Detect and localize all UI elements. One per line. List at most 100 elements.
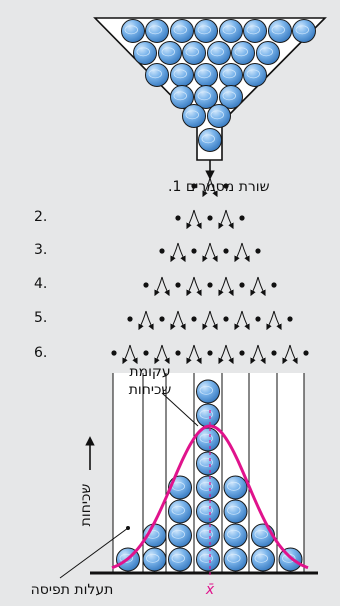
funnel-ball — [194, 85, 218, 109]
ball-highlight — [295, 25, 309, 35]
deflection-arrow — [257, 344, 266, 365]
pin — [207, 282, 213, 288]
bins-label-pointer — [59, 527, 129, 579]
deflection-arrow — [250, 344, 259, 365]
funnel-ball — [182, 41, 206, 65]
deflection-arrow — [193, 344, 202, 365]
ball-highlight — [227, 481, 241, 491]
funnel-ball — [243, 63, 267, 87]
ball-highlight — [148, 25, 162, 35]
ball-highlight — [199, 457, 213, 467]
deflection-arrow — [170, 242, 179, 263]
row-label-4: 4. — [34, 276, 47, 292]
funnel-ball — [121, 19, 145, 43]
ball-highlight — [197, 25, 211, 35]
bin-ball — [142, 547, 167, 572]
deflection-arrow — [145, 310, 154, 331]
deflection-arrow — [241, 242, 250, 263]
ball-highlight — [161, 47, 175, 57]
ball-highlight — [222, 25, 236, 35]
deflection-arrow — [250, 276, 259, 297]
ball-highlight — [173, 69, 187, 79]
ball-highlight — [222, 91, 236, 101]
deflection-arrow — [202, 310, 211, 331]
funnel-ball — [231, 41, 255, 65]
deflection-arrow — [218, 344, 227, 365]
ball-highlight — [222, 69, 236, 79]
pin — [303, 350, 309, 356]
ball-highlight — [227, 553, 241, 563]
ball-highlight — [185, 110, 199, 120]
pin — [143, 350, 149, 356]
bin-ball — [168, 547, 192, 572]
ball-highlight — [271, 25, 285, 35]
ball-highlight — [227, 529, 241, 539]
deflection-arrow — [225, 276, 234, 297]
funnel-ball — [198, 128, 222, 152]
bin-ball — [196, 475, 220, 500]
pin — [175, 350, 181, 356]
deflection-arrow — [209, 310, 218, 331]
bin-ball — [196, 547, 220, 572]
ball-highlight — [199, 505, 213, 515]
bin-ball — [196, 427, 220, 452]
ball-highlight — [199, 409, 213, 419]
deflection-arrow — [209, 242, 218, 263]
pin-rows — [111, 177, 309, 365]
row-label-6: 6. — [34, 345, 47, 361]
bin-ball — [223, 523, 248, 548]
funnel-ball — [145, 19, 169, 43]
deflection-arrow — [177, 310, 186, 331]
funnel-ball — [182, 104, 206, 128]
ball-highlight — [148, 69, 162, 79]
pin — [143, 282, 149, 288]
pin — [255, 248, 261, 254]
frequency-axis: שכיחות — [78, 436, 95, 526]
pin — [239, 282, 245, 288]
ball-highlight — [199, 481, 213, 491]
mean-label: x̄ — [205, 582, 215, 598]
ball-highlight — [197, 69, 211, 79]
pin — [191, 183, 197, 189]
funnel-ball — [219, 85, 243, 109]
deflection-arrow — [218, 209, 227, 230]
pin — [207, 215, 213, 221]
curve-label-line1: עקומת — [129, 364, 170, 380]
ball-highlight — [119, 553, 134, 563]
pin — [287, 316, 293, 322]
deflection-arrow — [186, 344, 195, 365]
deflection-arrow — [161, 344, 170, 365]
deflection-arrow — [266, 310, 275, 331]
deflection-arrow — [193, 209, 202, 230]
frequency-curve — [111, 424, 309, 570]
ball-highlight — [210, 47, 224, 57]
pin — [175, 282, 181, 288]
bin-ball — [251, 547, 275, 572]
ball-highlight — [199, 529, 213, 539]
deflection-arrow — [177, 242, 186, 263]
deflection-arrow — [186, 276, 195, 297]
row-label-5: 5. — [34, 310, 47, 326]
ball-highlight — [246, 25, 260, 35]
pin — [255, 316, 261, 322]
ball-highlight — [136, 47, 150, 57]
ball-highlight — [173, 25, 187, 35]
ball-highlight — [199, 553, 213, 563]
ball-highlight — [197, 91, 211, 101]
pin — [191, 248, 197, 254]
funnel-ball — [219, 19, 243, 43]
pin — [159, 316, 165, 322]
funnel-ball — [145, 63, 169, 87]
ball-highlight — [171, 529, 185, 539]
funnel-balls — [121, 19, 316, 152]
pin — [127, 316, 133, 322]
row-label-2: 2. — [34, 209, 47, 225]
curve-label-line2: שכיחות — [129, 382, 172, 398]
ball-highlight — [254, 529, 268, 539]
bin-ball — [196, 451, 220, 476]
ball-highlight — [171, 505, 185, 515]
ball-highlight — [199, 385, 213, 395]
funnel-ball — [170, 19, 194, 43]
